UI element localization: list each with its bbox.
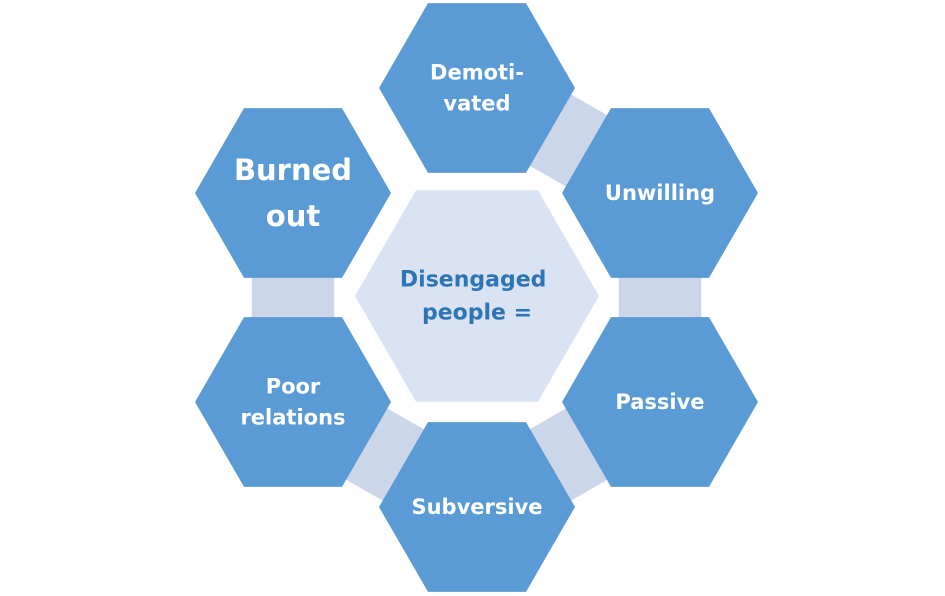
hexagon-label-line-burned-out-1: Burned: [234, 153, 352, 187]
hexagon-label-subversive: Subversive: [411, 495, 542, 519]
hexagon-label-line-demotivated-1: Demoti-: [430, 61, 524, 85]
center-hexagon: Disengaged people =: [355, 190, 599, 402]
hexagon-poor-relations: Poor relations: [195, 317, 391, 487]
connectors-layer: [251, 91, 702, 504]
hexagon-subversive: Subversive: [379, 422, 575, 592]
center-hexagon-label: Disengaged people =: [400, 267, 554, 325]
hexagon-label-unwilling: Unwilling: [605, 181, 715, 205]
hexagon-label-line-passive-1: Passive: [615, 390, 704, 414]
hexagon-label-line-burned-out-2: out: [266, 199, 321, 233]
hexagon-burned-out: Burned out: [195, 108, 391, 278]
connector-unwilling-to-passive: [618, 271, 702, 324]
center-hexagon-shape: [355, 190, 599, 402]
hexagon-label-line-unwilling-1: Unwilling: [605, 181, 715, 205]
connector-subversive-to-poor-relations: [340, 405, 430, 504]
hexagon-label-line-poor-relations-2: relations: [240, 406, 345, 430]
hexagon-label-line-poor-relations-1: Poor: [266, 375, 321, 399]
hexagon-shape-unwilling: [562, 108, 758, 278]
hexagon-demotivated: Demoti-vated: [379, 3, 575, 173]
hexagon-shape-demotivated: [379, 3, 575, 173]
hexagon-unwilling: Unwilling: [562, 108, 758, 278]
hexagon-shape-passive: [562, 317, 758, 487]
connector-demotivated-to-unwilling: [524, 91, 613, 190]
hexagon-passive: Passive: [562, 317, 758, 487]
hexagon-shape-burned-out: [195, 108, 391, 278]
hexagon-label-line-subversive-1: Subversive: [411, 495, 542, 519]
center-label-line-2: people =: [422, 300, 532, 325]
hexagon-label-poor-relations: Poor relations: [240, 375, 345, 430]
hexagon-shape-subversive: [379, 422, 575, 592]
center-label-line-1: Disengaged: [400, 267, 547, 292]
hexagon-label-line-demotivated-2: vated: [443, 92, 510, 116]
hexagon-label-demotivated: Demoti-vated: [430, 61, 524, 116]
hexagon-shape-poor-relations: [195, 317, 391, 487]
hexagon-label-burned-out: Burned out: [234, 153, 352, 233]
connector-passive-to-subversive: [524, 405, 613, 504]
hexagon-label-passive: Passive: [615, 390, 704, 414]
connector-poor-relations-to-burned-out: [251, 271, 335, 324]
